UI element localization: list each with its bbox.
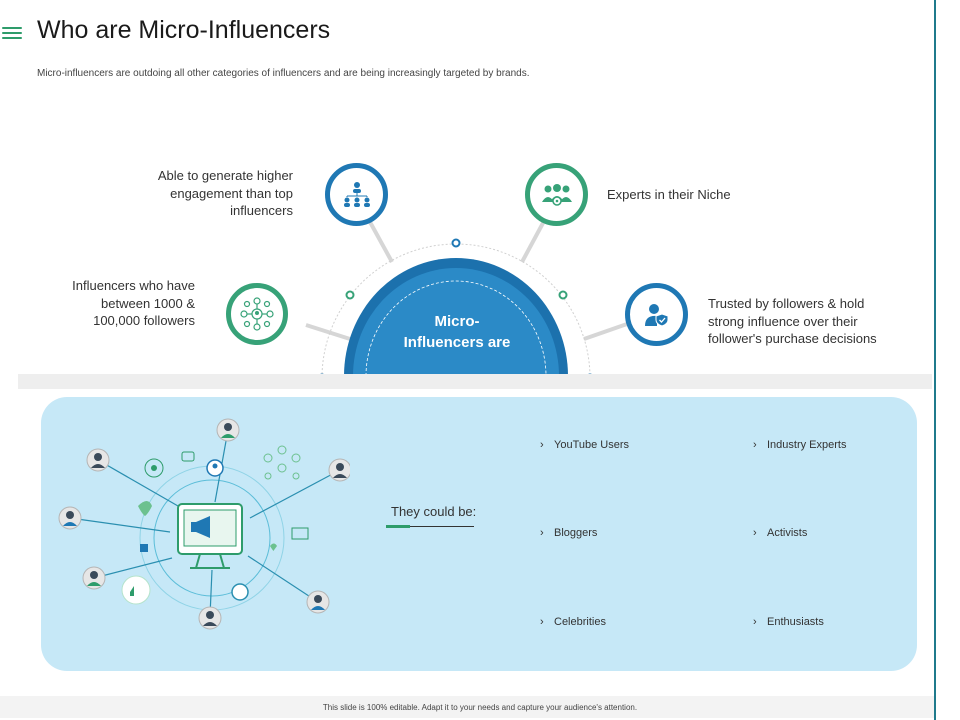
chevron-right-icon: ›	[753, 439, 757, 451]
feature-line: strong influence over their	[708, 313, 858, 329]
page-subtitle: Micro-influencers are outdoing all other…	[37, 68, 530, 79]
hierarchy-icon	[325, 163, 388, 226]
chevron-right-icon: ›	[540, 439, 544, 451]
hub-diagram	[305, 221, 628, 383]
verified-user-icon	[625, 283, 688, 346]
list-item: › Activists	[753, 527, 807, 539]
feature-line: Able to generate higher	[157, 168, 293, 183]
network-people-icon	[226, 283, 288, 345]
list-item-label: Bloggers	[554, 527, 598, 539]
list-item-label: Industry Experts	[767, 439, 847, 451]
types-heading-accent	[386, 525, 410, 528]
list-item: › Enthusiasts	[753, 616, 824, 628]
list-item: › Industry Experts	[753, 439, 846, 451]
feature-line: 100,000 followers	[93, 313, 195, 328]
feature-followers-text: Influencers who have between 1000 & 100,…	[40, 277, 195, 330]
hub-center-label: Micro- Influencers are	[372, 311, 542, 353]
feature-line: follower's purchase decisions	[708, 331, 877, 346]
feature-engagement-text: Able to generate higher engagement than …	[118, 167, 293, 220]
list-item: › Celebrities	[540, 616, 606, 628]
feature-line: engagement than top	[170, 185, 293, 201]
list-item: › Bloggers	[540, 527, 597, 539]
hub-center-line2: Influencers are	[403, 334, 511, 351]
list-item-label: Enthusiasts	[767, 616, 824, 628]
page-title: Who are Micro-Influencers	[37, 16, 331, 44]
feature-line: between 1000 &	[101, 295, 195, 311]
types-heading: They could be:	[391, 504, 477, 519]
feature-line: Influencers who have	[72, 278, 195, 293]
feature-line: Trusted by followers & hold	[708, 296, 865, 311]
chevron-right-icon: ›	[540, 527, 544, 539]
list-item-label: Activists	[767, 527, 808, 539]
divider-band	[18, 374, 932, 389]
right-edge-rule	[934, 0, 936, 720]
influencer-network-illustration	[58, 418, 350, 630]
footer-text: This slide is 100% editable. Adapt it to…	[322, 703, 638, 712]
menu-lines-icon	[2, 27, 22, 39]
hub-center-line1: Micro-	[434, 313, 480, 330]
chevron-right-icon: ›	[753, 527, 757, 539]
list-item-label: YouTube Users	[554, 439, 630, 451]
feature-experts-text: Experts in their Niche	[607, 186, 807, 204]
list-item-label: Celebrities	[554, 616, 606, 628]
feature-line: influencers	[230, 203, 293, 218]
chevron-right-icon: ›	[540, 616, 544, 628]
feature-line: Experts in their Niche	[607, 187, 731, 202]
list-item: › YouTube Users	[540, 439, 629, 451]
group-gear-icon	[525, 163, 588, 226]
footer-bar	[0, 696, 934, 718]
types-heading-underline	[386, 526, 474, 527]
feature-trusted-text: Trusted by followers & hold strong influ…	[708, 295, 908, 348]
chevron-right-icon: ›	[753, 616, 757, 628]
